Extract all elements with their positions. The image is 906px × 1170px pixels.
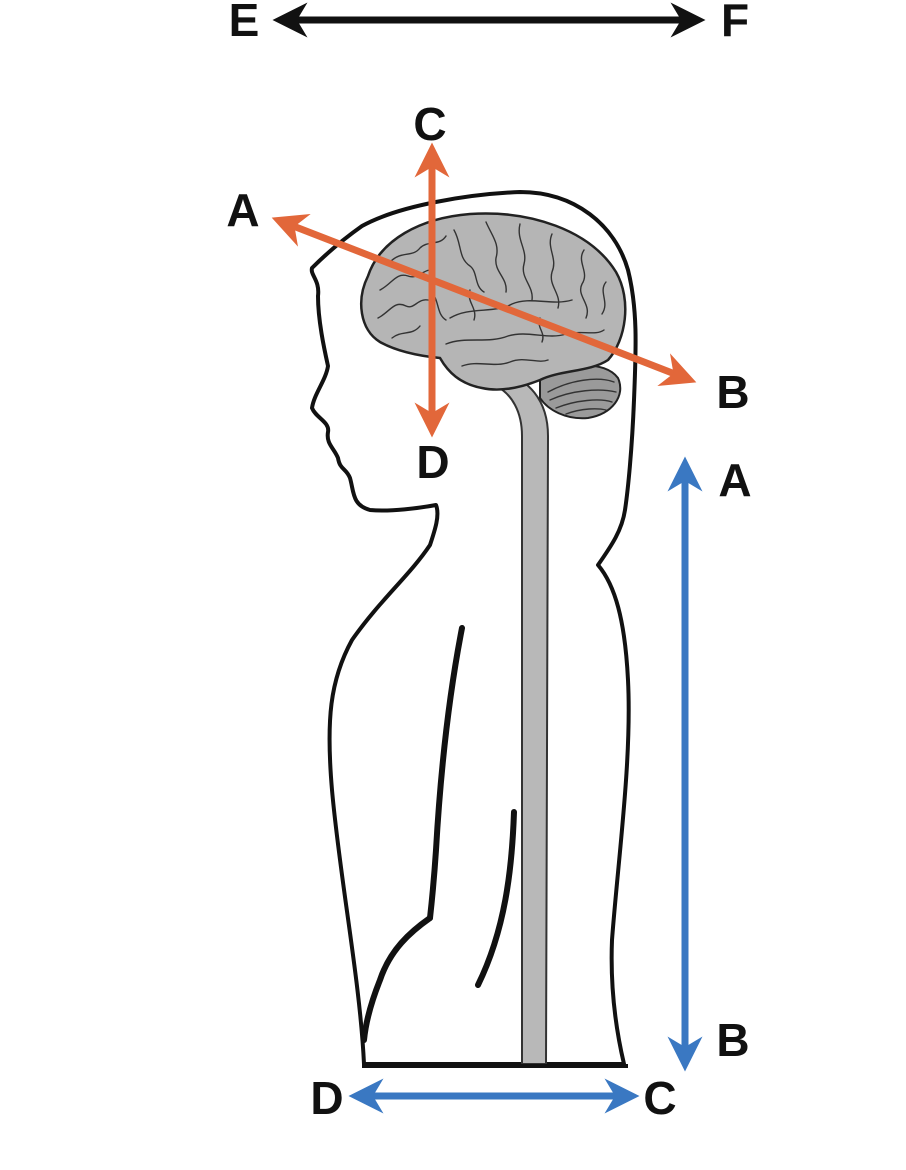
label-f: F — [721, 0, 749, 46]
label-brain-d: D — [416, 436, 449, 488]
label-spine-b: B — [716, 1014, 749, 1066]
label-spine-a: A — [718, 454, 751, 506]
axis-brain-a-b: A B — [226, 184, 749, 418]
axis-e-f: E F — [229, 0, 749, 46]
axis-spine-d-c: D C — [310, 1072, 676, 1124]
arm-back-contour — [475, 809, 517, 988]
axis-brain-a-b-arrow — [271, 214, 697, 386]
label-e: E — [229, 0, 260, 46]
label-brain-b: B — [716, 366, 749, 418]
label-brain-c: C — [413, 98, 446, 150]
axis-brain-c-d: C D — [413, 98, 449, 488]
label-spine-c: C — [643, 1072, 676, 1124]
label-spine-d: D — [310, 1072, 343, 1124]
arm-lower-contour — [361, 915, 433, 1043]
axis-spine-a-b: A B — [667, 454, 752, 1072]
label-brain-a: A — [226, 184, 259, 236]
arm-front-contour — [427, 625, 465, 921]
